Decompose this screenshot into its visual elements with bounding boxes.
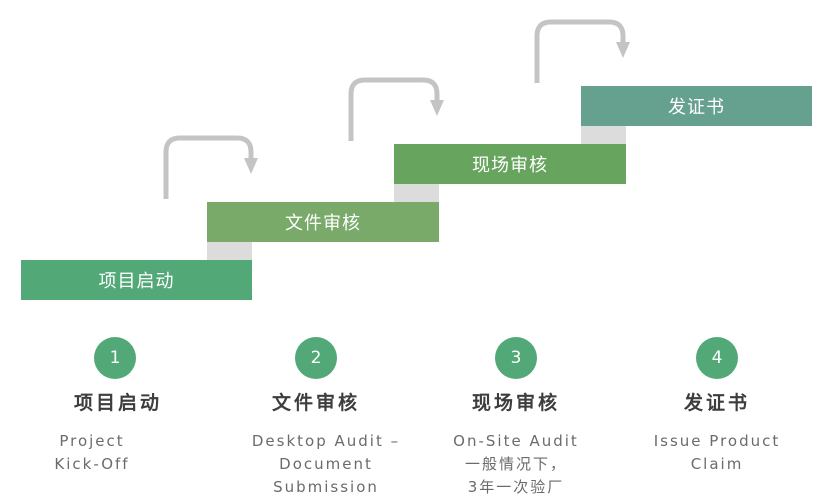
step-riser bbox=[394, 184, 439, 202]
desc-line: On-Site Audit bbox=[453, 432, 579, 450]
step-number-badge: 4 bbox=[696, 337, 738, 379]
desc-line: Submission bbox=[273, 478, 379, 496]
step-riser bbox=[207, 242, 252, 260]
desc-line: Desktop Audit – bbox=[251, 432, 401, 450]
step-bar-2: 文件审核 bbox=[207, 202, 439, 242]
step-title: 文件审核 bbox=[271, 392, 360, 414]
step-arrow-icon bbox=[534, 19, 626, 83]
step-description: Project Kick-Off bbox=[0, 430, 192, 476]
desc-line: Claim bbox=[690, 455, 744, 473]
step-bar-4: 发证书 bbox=[581, 86, 812, 126]
step-bar-1: 项目启动 bbox=[21, 260, 252, 300]
step-description: On-Site Audit 一般情况下， 3年一次验厂 bbox=[416, 430, 616, 499]
step-title: 现场审核 bbox=[471, 392, 560, 414]
step-title: 发证书 bbox=[683, 392, 750, 414]
step-number-badge: 1 bbox=[94, 337, 136, 379]
step-arrow-icon bbox=[348, 77, 440, 141]
step-bar-label: 项目启动 bbox=[98, 271, 175, 292]
arrow-head-icon bbox=[244, 158, 258, 174]
desc-line: Kick-Off bbox=[54, 455, 130, 473]
step-bar-label: 现场审核 bbox=[472, 155, 548, 176]
step-bar-3: 现场审核 bbox=[394, 144, 626, 184]
desc-line: Issue Product bbox=[653, 432, 781, 450]
step-arrow-icon bbox=[163, 135, 254, 199]
step-riser bbox=[581, 126, 626, 144]
desc-line: 一般情况下， bbox=[464, 455, 567, 473]
step-description: Desktop Audit – Document Submission bbox=[226, 430, 426, 499]
step-number-badge: 3 bbox=[495, 337, 537, 379]
step-bar-label: 发证书 bbox=[668, 97, 725, 118]
arrow-head-icon bbox=[616, 42, 630, 58]
desc-line: Project bbox=[59, 432, 125, 450]
step-description: Issue Product Claim bbox=[617, 430, 817, 476]
step-number-badge: 2 bbox=[295, 337, 337, 379]
arrow-head-icon bbox=[430, 100, 444, 116]
step-bar-label: 文件审核 bbox=[285, 213, 361, 234]
step-title: 项目启动 bbox=[73, 392, 162, 414]
desc-line: Document bbox=[279, 455, 373, 473]
desc-line: 3年一次验厂 bbox=[467, 478, 565, 496]
